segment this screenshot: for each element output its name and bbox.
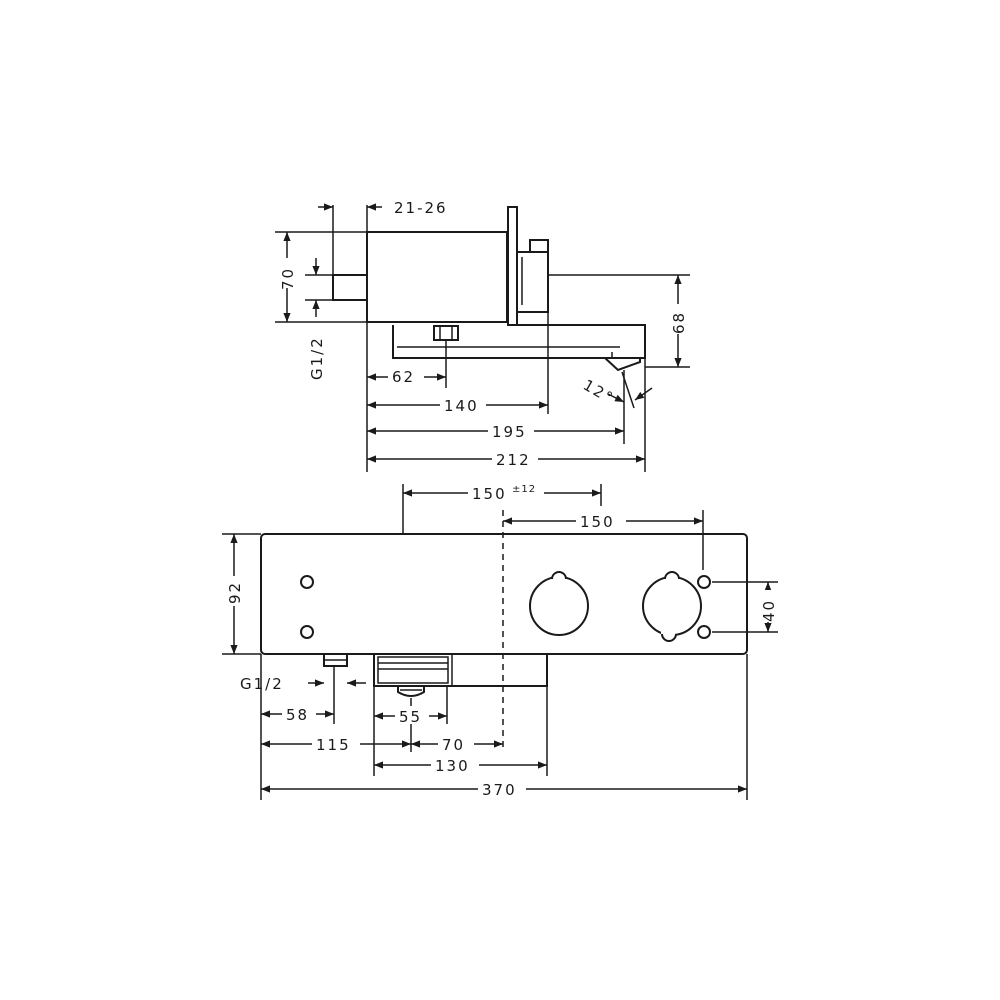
mount-hole-bottom-left (300, 625, 314, 639)
dim-40-label: 40 (760, 599, 778, 622)
dim-92-label: 92 (226, 581, 244, 604)
side-view: 21-26 70 G1/2 68 62 140 195 212 12° (275, 199, 690, 472)
dim-68-label: 68 (670, 311, 688, 334)
front-shelf (373, 653, 548, 687)
side-spout (392, 324, 646, 359)
dim-150-tol-sup: ±12 (512, 484, 536, 495)
front-outlet (397, 686, 425, 697)
dim-55-label: 55 (399, 708, 422, 726)
side-inlet-pipe (332, 274, 368, 301)
side-knob-cap (529, 239, 549, 253)
dim-angle-label: 12° (580, 376, 617, 408)
dim-195-label: 195 (492, 423, 527, 441)
mount-hole-top-left (300, 575, 314, 589)
mount-hole-top-right (697, 575, 711, 589)
dim-370-label: 370 (482, 781, 517, 799)
dim-70-label: 70 (279, 267, 297, 290)
dim-g12-label-front: G1/2 (240, 675, 284, 693)
dim-150-tol-label: 150 (472, 485, 507, 503)
side-outlet-nut (433, 325, 459, 341)
dim-58-label: 58 (286, 706, 309, 724)
front-tray (377, 656, 449, 684)
dim-150-label: 150 (580, 513, 615, 531)
dim-angle-arrow (607, 393, 625, 403)
front-view: 150 ±12 150 92 40 G1/2 58 55 115 70 (222, 480, 778, 800)
control-knob-right (642, 570, 702, 642)
dim-115-label: 115 (316, 736, 351, 754)
dim-62-label: 62 (392, 368, 415, 386)
dim-212-label: 212 (496, 451, 531, 469)
dim-140-label: 140 (444, 397, 479, 415)
dim-angle-arrow-right (634, 387, 653, 401)
side-wall-plate (507, 206, 518, 326)
dim-70-front-label: 70 (442, 736, 465, 754)
mount-hole-bottom-right (697, 625, 711, 639)
side-body (366, 231, 508, 323)
dim-130-label: 130 (435, 757, 470, 775)
dim-21-26-label: 21-26 (394, 199, 448, 217)
control-knob-left (529, 570, 589, 636)
dim-g12-label-side: G1/2 (308, 336, 326, 380)
side-spout-tip (604, 357, 641, 372)
